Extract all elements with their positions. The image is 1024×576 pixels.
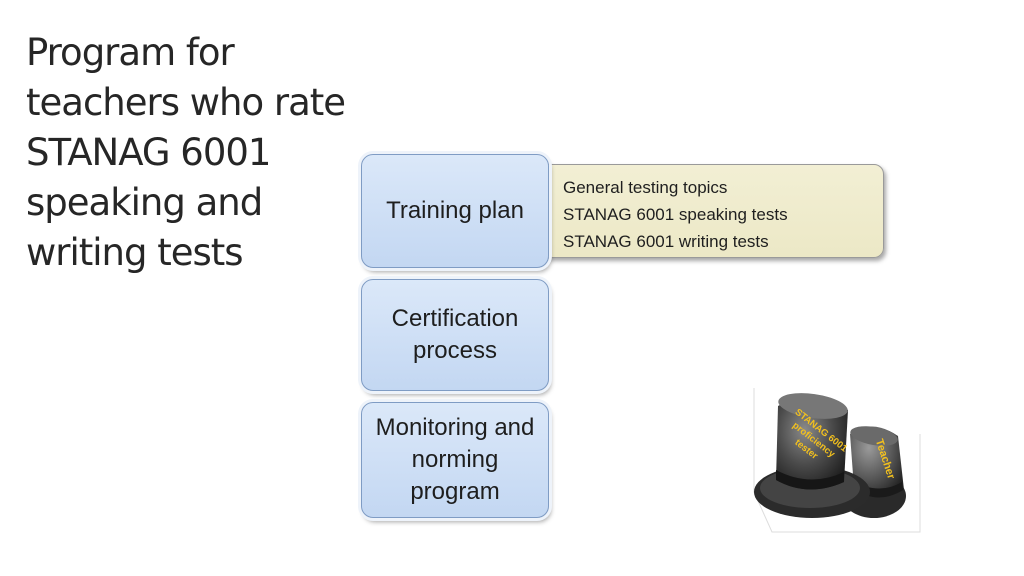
title-line: writing tests bbox=[26, 231, 244, 274]
top-hats-image: STANAG 6001 proficiency tester Teacher bbox=[753, 388, 921, 533]
detail-item-text: STANAG 6001 writing tests bbox=[563, 232, 769, 251]
detail-item: • STANAG 6001 speaking tests bbox=[547, 201, 883, 228]
title-line: speaking and bbox=[26, 181, 263, 224]
title-line: teachers who rate bbox=[26, 81, 346, 124]
image-frame bbox=[753, 388, 921, 533]
detail-item: • STANAG 6001 writing tests bbox=[547, 228, 883, 255]
step-label: Training plan bbox=[386, 197, 524, 224]
detail-item-text: STANAG 6001 speaking tests bbox=[563, 205, 788, 224]
step-monitoring-norming: Monitoring and norming program bbox=[361, 402, 549, 518]
title-line: Program for bbox=[26, 31, 235, 74]
bullet-icon: • bbox=[547, 233, 553, 250]
step-certification-process: Certification process bbox=[361, 279, 549, 391]
bullet-icon: • bbox=[547, 206, 553, 223]
detail-item: • General testing topics bbox=[547, 174, 883, 201]
training-plan-details: • General testing topics • STANAG 6001 s… bbox=[536, 164, 884, 258]
bullet-icon: • bbox=[547, 179, 553, 196]
step-training-plan: Training plan bbox=[361, 154, 549, 268]
tester-hat-icon bbox=[754, 393, 870, 518]
step-label: Certification process bbox=[391, 305, 519, 364]
detail-list: • General testing topics • STANAG 6001 s… bbox=[537, 165, 883, 255]
step-label: Monitoring and norming program bbox=[375, 414, 535, 505]
detail-item-text: General testing topics bbox=[563, 178, 728, 197]
title-line: STANAG 6001 bbox=[26, 131, 271, 174]
slide-title: Program for teachers who rate STANAG 600… bbox=[26, 28, 386, 278]
